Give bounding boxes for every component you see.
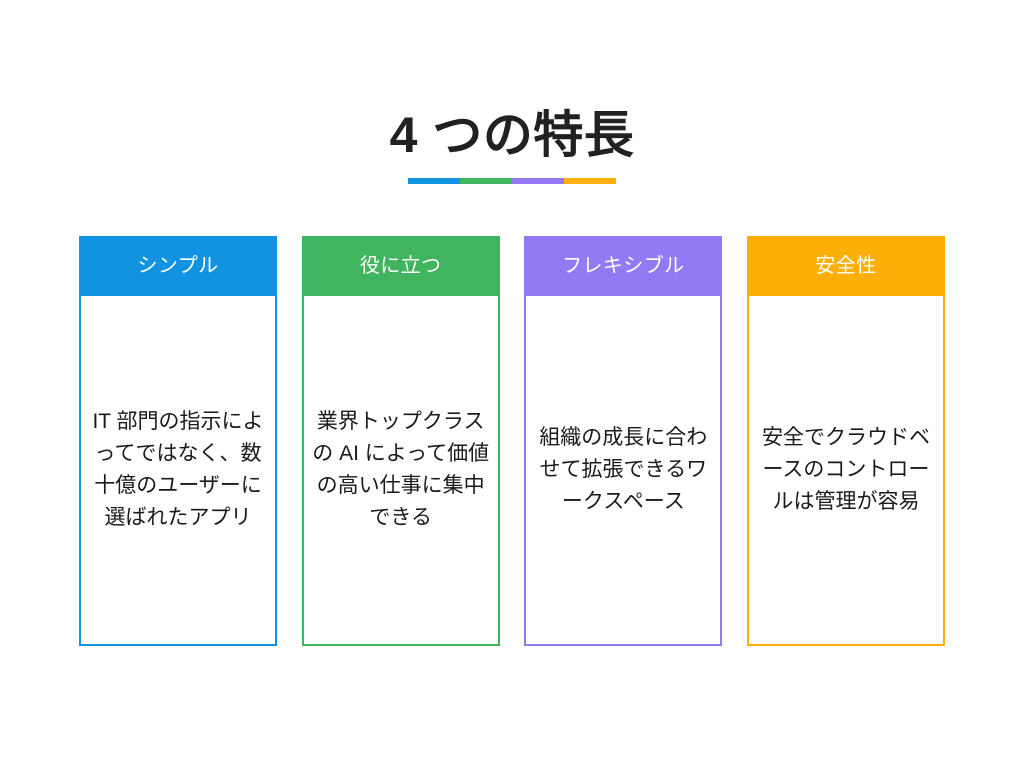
- feature-card-simple-description: IT 部門の指示によってではなく、数十億のユーザーに選ばれたアプリ: [92, 410, 264, 529]
- feature-card-security-title: 安全性: [815, 255, 877, 277]
- feature-card-useful-description: 業界トップクラスの AI によって価値の高い仕事に集中できる: [312, 410, 490, 529]
- accent-segment-orange: [564, 178, 616, 184]
- feature-card-simple-header: シンプル: [79, 236, 277, 296]
- feature-card-simple: シンプル IT 部門の指示によってではなく、数十億のユーザーに選ばれたアプリ: [79, 236, 277, 646]
- feature-card-flexible-body: 組織の成長に合わせて拡張できるワークスペース: [526, 296, 720, 644]
- feature-card-useful-body: 業界トップクラスの AI によって価値の高い仕事に集中できる: [304, 296, 498, 644]
- page-title: 4 つの特長: [389, 107, 635, 163]
- feature-card-simple-title: シンプル: [137, 255, 219, 277]
- feature-card-useful: 役に立つ 業界トップクラスの AI によって価値の高い仕事に集中できる: [301, 236, 500, 646]
- accent-segment-green: [460, 178, 512, 184]
- feature-card-security-description: 安全でクラウドベースのコントロールは管理が容易: [761, 426, 930, 513]
- title-block: 4 つの特長: [0, 104, 1024, 184]
- feature-card-useful-title: 役に立つ: [359, 255, 442, 277]
- feature-card-security: 安全性 安全でクラウドベースのコントロールは管理が容易: [746, 236, 945, 646]
- feature-cards-row: シンプル IT 部門の指示によってではなく、数十億のユーザーに選ばれたアプリ 役…: [79, 236, 945, 646]
- feature-card-flexible-title: フレキシブル: [562, 255, 685, 277]
- accent-underline: [408, 178, 616, 184]
- feature-card-simple-body: IT 部門の指示によってではなく、数十億のユーザーに選ばれたアプリ: [81, 296, 275, 644]
- accent-segment-blue: [408, 178, 460, 184]
- accent-segment-purple: [512, 178, 564, 184]
- feature-card-useful-header: 役に立つ: [301, 236, 500, 296]
- feature-card-security-header: 安全性: [746, 236, 945, 296]
- feature-card-security-body: 安全でクラウドベースのコントロールは管理が容易: [749, 296, 943, 644]
- feature-card-flexible-description: 組織の成長に合わせて拡張できるワークスペース: [539, 426, 708, 513]
- feature-card-flexible-header: フレキシブル: [524, 236, 723, 296]
- feature-card-flexible: フレキシブル 組織の成長に合わせて拡張できるワークスペース: [524, 236, 723, 646]
